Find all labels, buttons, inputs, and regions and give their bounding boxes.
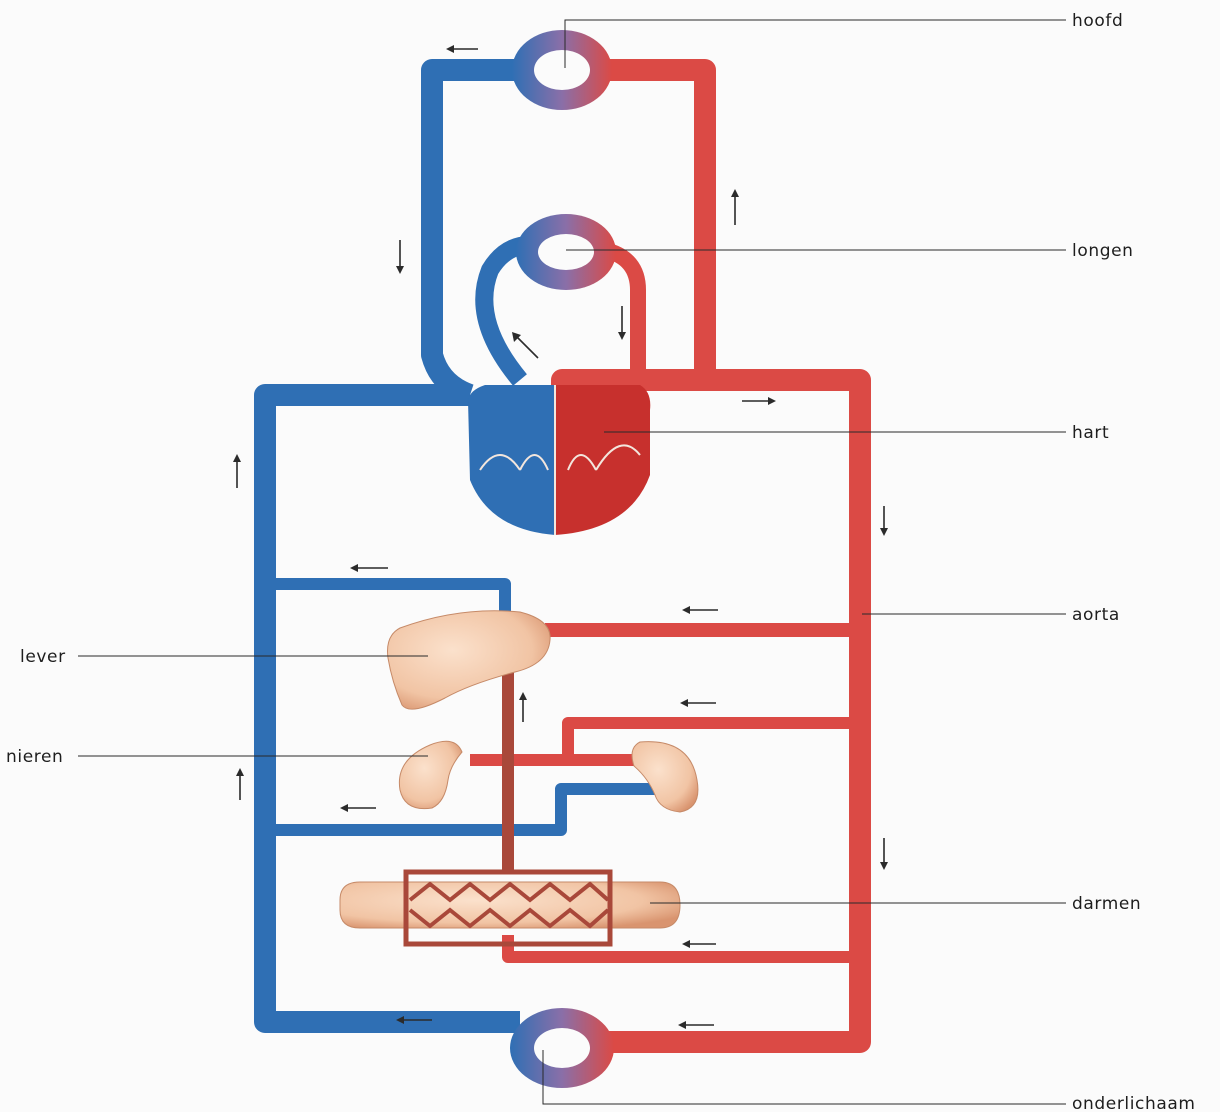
arrow-left — [446, 45, 478, 53]
arrow-left — [682, 940, 716, 948]
venous-circuit — [265, 70, 660, 1022]
heart — [468, 385, 650, 535]
head-capillary — [512, 30, 612, 110]
label-lever: lever — [20, 647, 66, 667]
leader-lines — [78, 20, 1066, 1104]
arrow-left — [340, 804, 376, 812]
arrow-up — [731, 189, 739, 225]
arrow-left — [678, 1021, 714, 1029]
label-onderlichaam: onderlichaam — [1072, 1094, 1196, 1112]
lung-capillary — [516, 214, 616, 290]
arrow-down — [880, 506, 888, 536]
arrow-right — [742, 397, 776, 405]
artery-head — [604, 70, 705, 372]
intestine — [340, 872, 680, 944]
flow-arrows — [233, 45, 888, 1029]
arrow-down — [618, 306, 626, 340]
arrow-up-left — [512, 332, 538, 358]
leader-onderlichaam — [543, 1050, 1066, 1104]
label-hart: hart — [1072, 423, 1109, 443]
liver — [388, 611, 551, 709]
vein-kidney-branch — [265, 789, 660, 830]
label-hoofd: hoofd — [1072, 11, 1123, 31]
arrow-left — [682, 606, 718, 614]
arrow-up — [519, 692, 527, 722]
kidney-right — [632, 742, 698, 812]
kidney-left — [399, 741, 462, 808]
arrow-left — [680, 699, 716, 707]
label-longen: longen — [1072, 241, 1134, 261]
label-nieren: nieren — [6, 747, 63, 767]
label-darmen: darmen — [1072, 894, 1141, 914]
arrow-left — [350, 564, 388, 572]
arrow-up — [236, 768, 244, 800]
labels: hoofd longen hart aorta lever nieren dar… — [6, 11, 1196, 1112]
arrow-down — [880, 838, 888, 870]
label-aorta: aorta — [1072, 605, 1120, 625]
arrow-down — [396, 240, 404, 274]
lower-body-capillary — [510, 1008, 614, 1088]
arrow-up — [233, 454, 241, 488]
